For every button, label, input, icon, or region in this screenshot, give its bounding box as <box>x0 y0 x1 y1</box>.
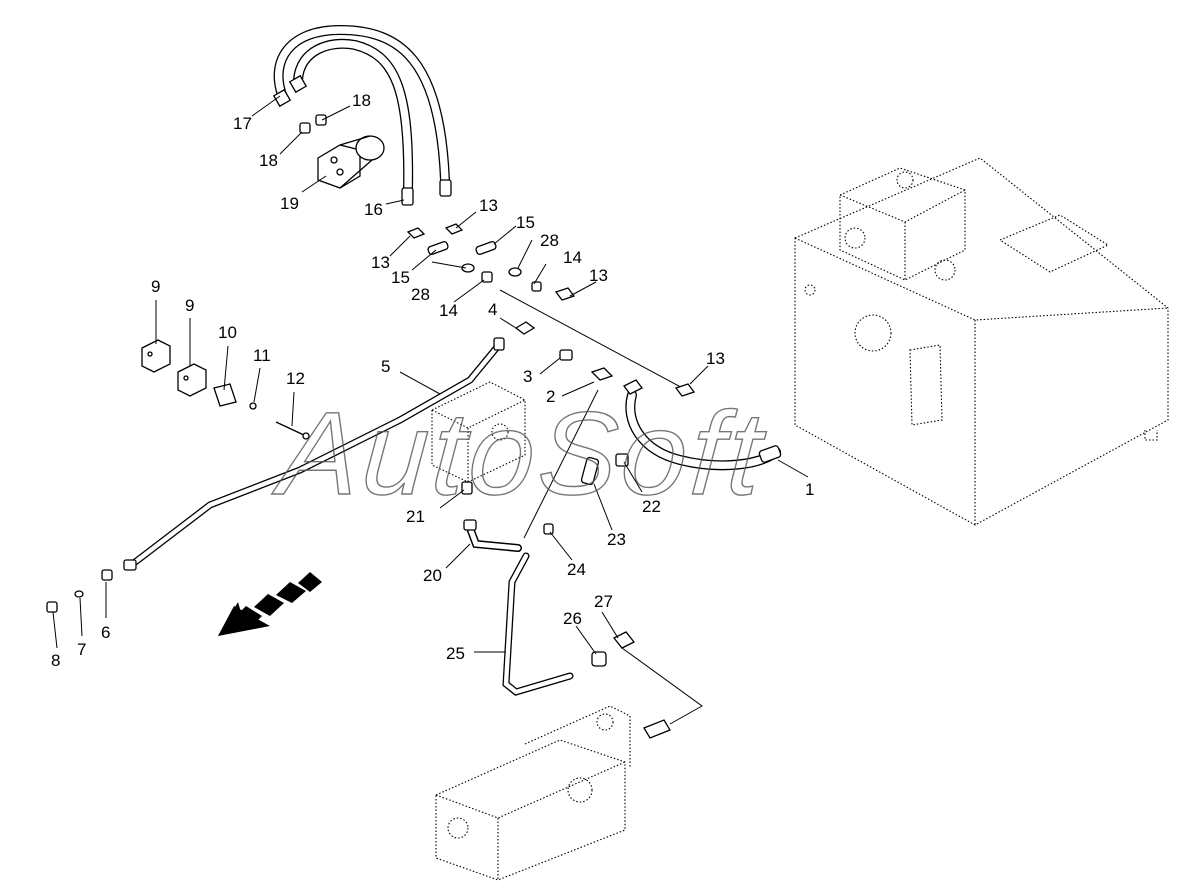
callout-18-top: 18 <box>352 91 371 110</box>
hydraulic-motor-19 <box>317 135 385 189</box>
line-to-fitting-13 <box>499 289 691 393</box>
sleeve-23 <box>580 456 600 486</box>
block-9-left <box>141 339 171 373</box>
hose-1 <box>623 379 782 471</box>
callout-15-right: 15 <box>516 213 535 232</box>
callout-6: 6 <box>101 623 110 642</box>
callout-12: 12 <box>286 369 305 388</box>
callout-16: 16 <box>364 200 383 219</box>
callout-labels: 1 2 3 4 5 6 7 8 9 9 10 11 12 13 13 13 13… <box>51 91 814 670</box>
callout-2: 2 <box>546 387 555 406</box>
callout-11: 11 <box>253 346 271 365</box>
callout-14-right: 14 <box>563 248 582 267</box>
bolt-12 <box>275 421 307 437</box>
fitting-6 <box>101 569 113 581</box>
callout-25: 25 <box>446 644 465 663</box>
valve-block-middle <box>431 381 526 483</box>
tube-20 <box>463 519 522 552</box>
washer-7 <box>74 590 84 598</box>
callout-26: 26 <box>563 609 582 628</box>
plate-10 <box>213 383 237 407</box>
callout-9-left: 9 <box>151 277 160 296</box>
callout-15-left: 15 <box>391 268 410 287</box>
callout-24: 24 <box>567 560 586 579</box>
fitting-24 <box>543 523 554 535</box>
leader-line-2-down <box>523 389 599 539</box>
callout-8: 8 <box>51 651 60 670</box>
callout-20: 20 <box>423 566 442 585</box>
nut-8 <box>46 601 58 613</box>
tube-25 <box>502 552 574 696</box>
callout-9-right: 9 <box>185 296 194 315</box>
callout-19: 19 <box>280 194 299 213</box>
fitting-18-pair <box>299 114 327 134</box>
fitting-near-lower-valve <box>643 719 671 739</box>
pump-on-tank <box>839 167 966 281</box>
direction-arrow-icon <box>218 572 322 636</box>
pipe-5 <box>123 337 505 571</box>
callout-3: 3 <box>523 367 532 386</box>
callout-5: 5 <box>381 357 390 376</box>
elbow-fitting-27 <box>612 631 636 649</box>
small-fittings-cluster <box>406 223 576 301</box>
block-9-right <box>177 363 207 397</box>
hose-assembly-top <box>272 24 452 206</box>
callout-1: 1 <box>805 480 814 499</box>
fitting-3 <box>559 349 573 361</box>
callout-4: 4 <box>488 300 497 319</box>
callout-13-top: 13 <box>479 196 498 215</box>
callout-27: 27 <box>594 592 613 611</box>
callout-10: 10 <box>218 323 237 342</box>
callout-17: 17 <box>233 114 252 133</box>
fitting-21 <box>461 481 473 495</box>
fitting-13-tank <box>674 383 696 397</box>
callout-18-left: 18 <box>259 151 278 170</box>
callout-7: 7 <box>77 640 86 659</box>
callout-14-left: 14 <box>439 301 458 320</box>
tee-fitting-4 <box>514 321 536 335</box>
watermark: AutoSoft <box>270 388 770 520</box>
hydraulic-tank <box>794 157 1169 526</box>
nut-11 <box>249 402 257 410</box>
bolt-12-head <box>302 432 310 440</box>
fitting-26 <box>591 651 607 667</box>
valve-block-lower <box>435 705 631 881</box>
tee-fitting-2 <box>590 367 614 381</box>
callout-13-tank: 13 <box>706 349 725 368</box>
callout-21: 21 <box>406 507 425 526</box>
callout-13-left: 13 <box>371 253 390 272</box>
callout-13-right: 13 <box>589 266 608 285</box>
callout-22: 22 <box>642 497 661 516</box>
callout-28-left: 28 <box>411 285 430 304</box>
callout-28-right: 28 <box>540 231 559 250</box>
line-27-to-valve <box>621 647 703 725</box>
leader-lines <box>52 95 809 655</box>
callout-23: 23 <box>607 530 626 549</box>
